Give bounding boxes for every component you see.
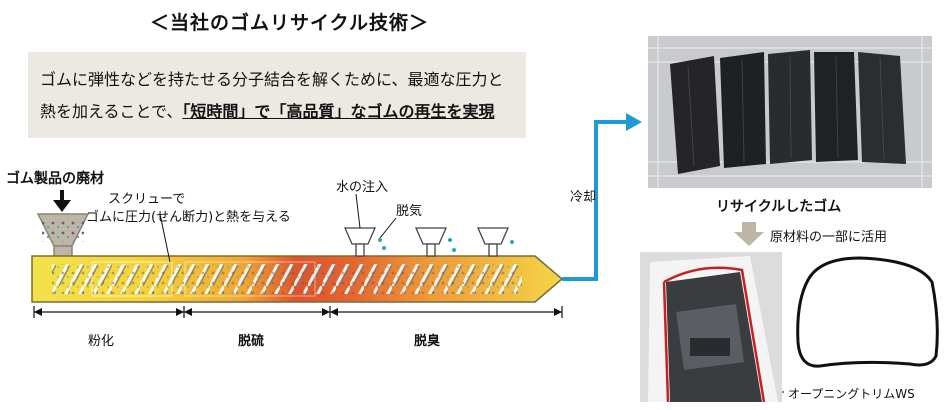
screw-label-line-1: スクリューで (108, 192, 186, 207)
screw-label-line-2: ゴムに圧力(せん断力)と熱を与える (86, 210, 291, 225)
opening-trim-label: オープニングトリムWS (788, 387, 915, 401)
recycled-rubber-label: リサイクルしたゴム (716, 199, 842, 215)
stage-deodorize: 脱臭 (414, 334, 441, 349)
water-injection-label: 水の注入 (336, 180, 389, 195)
gray-down-arrow-icon (734, 222, 764, 246)
description-box (28, 52, 526, 138)
description-line-1: ゴムに弾性などを持たせる分子結合を解くために、最適な圧力と (40, 70, 504, 89)
car-door-photo (640, 252, 782, 402)
waste-material-label: ゴム製品の廃材 (6, 171, 104, 187)
diagram-title: ＜当社のゴムリサイクル技術＞ (150, 12, 430, 34)
recycled-rubber-photo (648, 36, 932, 188)
raw-material-use-label: 原材料の一部に活用 (770, 230, 888, 245)
description-mid: で (254, 102, 271, 121)
emphasis-short-time: 「短時間」 (182, 102, 255, 121)
water-injection-ports (344, 227, 514, 257)
hopper (36, 213, 90, 259)
degassing-label: 脱気 (396, 204, 423, 219)
stage-devulcanize: 脱硫 (238, 334, 265, 349)
opening-trim-outline (796, 256, 939, 368)
cooling-arrow (562, 113, 642, 281)
description-prefix: 熱を加えることで、 (40, 102, 183, 121)
stage-dimension-line (33, 306, 563, 318)
description-line-2: 熱を加えることで、「短時間」で「高品質」なゴムの再生を実現 (40, 98, 494, 122)
description-suffix: なゴムの再生を実現 (350, 102, 495, 121)
down-arrow-icon (53, 190, 71, 212)
stage-pulverize: 粉化 (88, 334, 115, 349)
cooling-label: 冷却 (570, 190, 597, 205)
emphasis-high-quality: 「高品質」 (270, 102, 351, 121)
extruder-barrel (31, 255, 564, 303)
